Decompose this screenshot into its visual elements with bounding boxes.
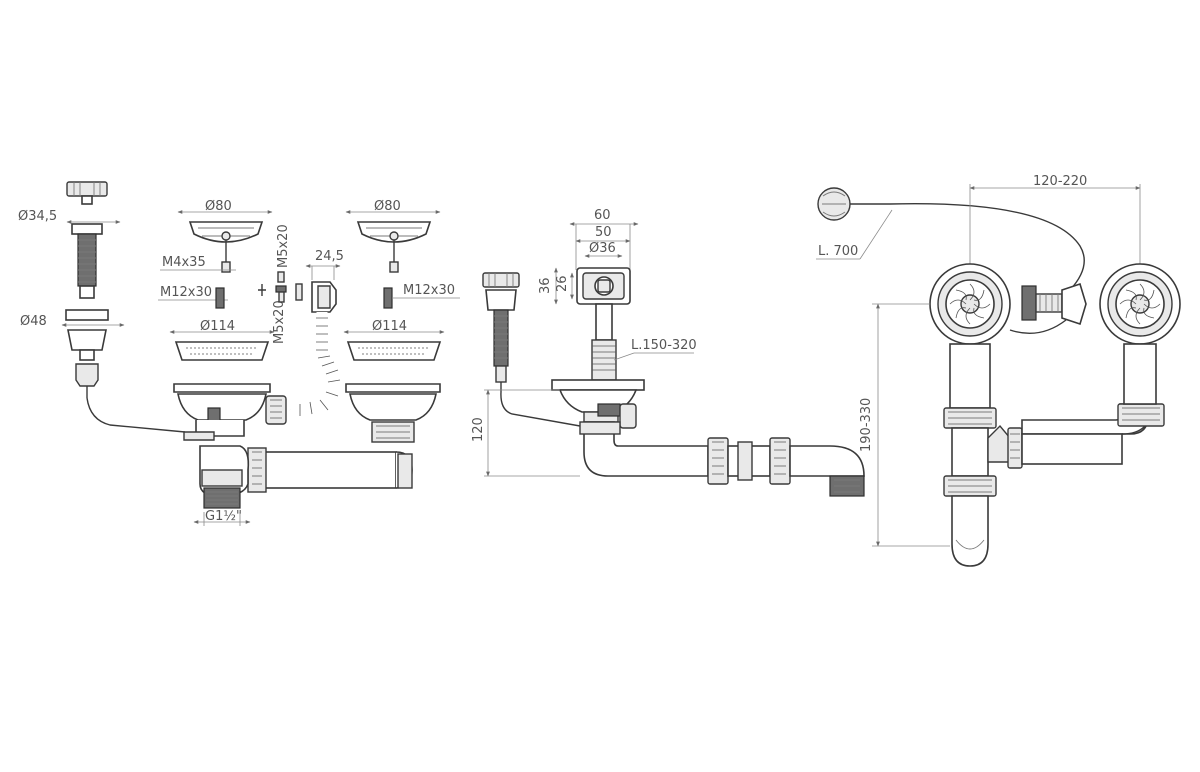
strainer-side-body	[551, 379, 645, 429]
label-g1-5: G1½"	[205, 509, 242, 524]
label-m5x20-top: M5x20	[276, 224, 291, 268]
basket-strainer-right: Ø80	[345, 199, 441, 273]
dimensions-overflow-height: 36 26	[538, 267, 574, 305]
basin-waste-body-right	[345, 383, 441, 443]
label-d60: 60	[594, 208, 611, 223]
label-h36: 36	[538, 277, 553, 294]
label-d114-left: Ø114	[200, 319, 235, 334]
flexible-overflow-hose	[289, 312, 341, 416]
label-h190-330: 190-330	[859, 398, 874, 452]
overflow-head	[576, 267, 631, 305]
dimension-g1-5: G1½"	[193, 509, 251, 526]
overflow-elbow-connector: 24,5	[305, 249, 344, 313]
label-d50: 50	[595, 225, 612, 240]
dimension-d34-5: Ø34,5	[18, 209, 121, 224]
label-l700: L. 700	[818, 244, 858, 259]
label-d24-5: 24,5	[315, 249, 344, 264]
exploded-parts-view: Ø34,5 Ø48 Ø80	[18, 181, 460, 526]
dimension-h120: 120	[471, 389, 580, 477]
sink-flange-right: Ø114	[343, 319, 445, 361]
label-w120-220: 120-220	[1033, 174, 1087, 189]
sink-flange-left: Ø114	[169, 319, 275, 361]
overflow-pipe	[591, 303, 617, 381]
label-d114-right: Ø114	[372, 319, 407, 334]
overflow-outlet-part: Ø48	[20, 309, 125, 398]
dimension-w120-220: 120-220	[969, 174, 1141, 274]
label-d80-right: Ø80	[374, 199, 401, 214]
bolt-m12x30-left: M12x30	[158, 285, 228, 309]
label-h120: 120	[471, 417, 486, 442]
dimension-h190-330: 190-330	[859, 303, 950, 547]
basket-strainer-left: Ø80	[177, 199, 273, 273]
overflow-middle-connector	[1009, 282, 1087, 334]
bolt-m12x30-right: M12x30	[383, 283, 460, 309]
top-assembly-view: L. 700 120-220	[816, 174, 1181, 567]
label-m4x35: M4x35	[162, 255, 206, 270]
drain-strainer-left-top	[929, 263, 1011, 345]
overflow-knob-part	[66, 181, 108, 205]
label-d34-5: Ø34,5	[18, 209, 57, 224]
connection-pipe-and-trap	[199, 445, 413, 509]
horizontal-connection-pipe-right	[1007, 343, 1165, 469]
label-d36: Ø36	[589, 241, 616, 256]
label-m12x30-right: M12x30	[403, 283, 455, 298]
overflow-ball-knob	[817, 187, 1085, 291]
screw-m5x20-parts: M5x20 M5x20	[258, 224, 303, 344]
label-d80-left: Ø80	[205, 199, 232, 214]
label-h26: 26	[555, 275, 570, 292]
overflow-threaded-body	[71, 223, 103, 299]
drain-strainer-right-top	[1099, 263, 1181, 345]
trap-and-outlet-pipe	[579, 421, 865, 497]
vertical-pipe-left	[943, 343, 1011, 567]
basin-waste-body-left	[173, 383, 287, 441]
label-m5x20-bottom: M5x20	[272, 300, 287, 344]
dimensions-overflow-head: 60 50 Ø36	[569, 208, 639, 270]
side-assembly-view: 60 50 Ø36 36 26	[471, 208, 865, 497]
label-l150-320: L.150-320	[631, 338, 697, 353]
label-m12x30-left: M12x30	[160, 285, 212, 300]
label-d48: Ø48	[20, 314, 47, 329]
overflow-knob-assembly	[482, 272, 581, 427]
overflow-cable	[86, 397, 186, 433]
